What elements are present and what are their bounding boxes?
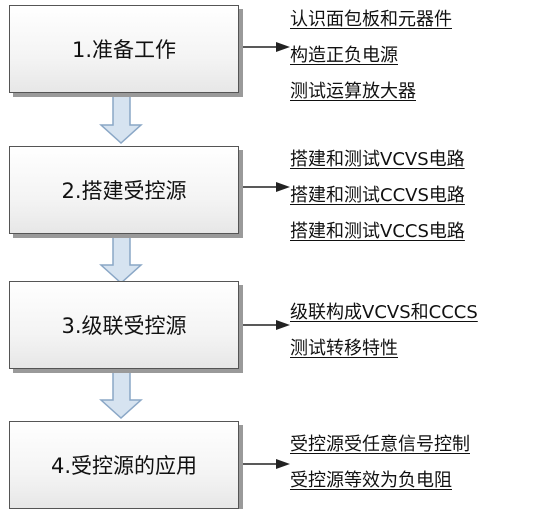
link-ccvs[interactable]: 搭建和测试CCVS电路 xyxy=(290,185,465,206)
link-op-amp-test[interactable]: 测试运算放大器 xyxy=(290,81,416,102)
right-arrow-3 xyxy=(239,320,290,330)
step-title-2: 2.搭建受控源 xyxy=(61,179,187,203)
step-title-4: 4.受控源的应用 xyxy=(50,454,198,478)
link-transfer-characteristic[interactable]: 测试转移特性 xyxy=(290,338,398,359)
link-vcvs[interactable]: 搭建和测试VCVS电路 xyxy=(290,149,465,170)
step-links-3: 级联构成VCVS和CCCS 测试转移特性 xyxy=(290,295,478,367)
link-negative-resistance[interactable]: 受控源等效为负电阻 xyxy=(290,470,452,491)
step-title-1: 1.准备工作 xyxy=(71,38,177,62)
right-arrow-2 xyxy=(239,182,290,192)
step-box-4: 4.受控源的应用 xyxy=(9,421,239,509)
step-box-3: 3.级联受控源 xyxy=(9,281,239,369)
step-box-2: 2.搭建受控源 xyxy=(9,146,239,234)
link-power-supply[interactable]: 构造正负电源 xyxy=(290,45,398,66)
step-links-4: 受控源受任意信号控制 受控源等效为负电阻 xyxy=(290,427,470,499)
down-arrow-3 xyxy=(99,368,143,420)
right-arrow-4 xyxy=(239,459,290,469)
link-vccs[interactable]: 搭建和测试VCCS电路 xyxy=(290,221,465,242)
down-arrow-2 xyxy=(99,233,143,285)
step-box-1: 1.准备工作 xyxy=(9,5,239,93)
step-title-3: 3.级联受控源 xyxy=(61,314,187,338)
link-cascade-vcvs-cccs[interactable]: 级联构成VCVS和CCCS xyxy=(290,302,478,323)
link-arbitrary-signal-control[interactable]: 受控源受任意信号控制 xyxy=(290,434,470,455)
right-arrow-1 xyxy=(239,42,290,52)
step-links-2: 搭建和测试VCVS电路 搭建和测试CCVS电路 搭建和测试VCCS电路 xyxy=(290,142,465,250)
step-links-1: 认识面包板和元器件 构造正负电源 测试运算放大器 xyxy=(290,2,452,110)
link-breadboard-components[interactable]: 认识面包板和元器件 xyxy=(290,9,452,30)
down-arrow-1 xyxy=(99,92,143,145)
